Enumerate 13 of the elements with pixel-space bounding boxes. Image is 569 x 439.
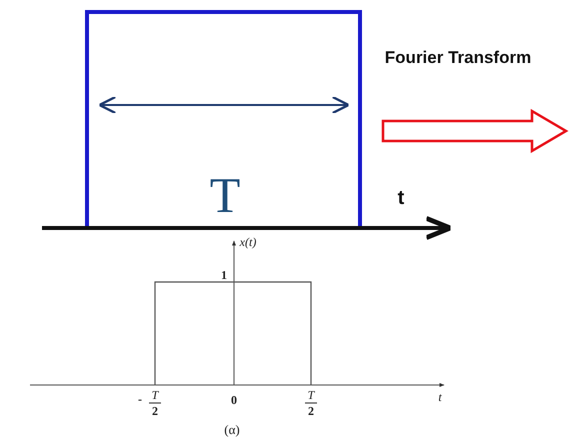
tick-label: 2 xyxy=(308,405,314,417)
tick-label: T xyxy=(308,389,314,401)
tick-label: 0 xyxy=(231,394,237,406)
axis-label: t xyxy=(438,391,442,403)
axis-label: t xyxy=(398,188,404,208)
tick-label: T xyxy=(152,389,158,401)
minus-sign: - xyxy=(138,393,142,405)
tick-label: 1 xyxy=(221,269,227,281)
transform-label: Fourier Transform xyxy=(384,49,532,66)
axis-label: x(t) xyxy=(240,236,256,248)
figure-caption: (α) xyxy=(224,423,240,436)
width-symbol: T xyxy=(210,170,240,220)
tick-label: 2 xyxy=(152,405,158,417)
